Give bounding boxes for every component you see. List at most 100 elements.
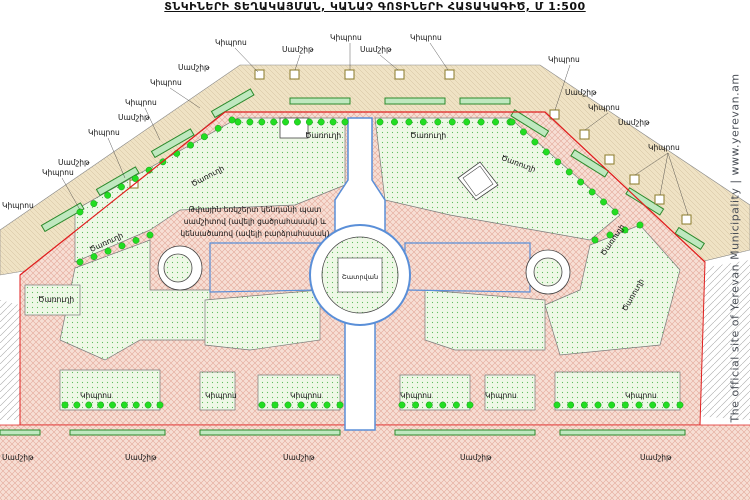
tree	[676, 401, 684, 409]
hedges	[0, 88, 705, 436]
svg-text:Կիպրոս: Կիպրոս	[290, 391, 322, 400]
central-note: Թփային եռկշերտ կենդանի պատ սամշիտով (ավե…	[180, 205, 329, 238]
lawns	[24, 117, 681, 411]
tree	[376, 118, 384, 126]
tree	[554, 158, 562, 166]
tree	[120, 401, 128, 409]
tree	[109, 401, 116, 409]
planters	[129, 69, 692, 225]
svg-text:Կիպրոս: Կիպրոս	[588, 103, 620, 112]
central-axis-paths	[209, 117, 531, 431]
pavilion	[457, 161, 499, 201]
tree	[76, 258, 84, 266]
svg-text:Սամշիթ: Սամշիթ	[282, 45, 314, 54]
svg-text:Սամշիթ: Սամշիթ	[118, 113, 150, 122]
svg-text:Կիպրոս: Կիպրոս	[80, 391, 112, 400]
tree	[294, 118, 301, 126]
tree	[317, 118, 325, 126]
svg-text:Սամշիթ: Սամշիթ	[58, 158, 90, 167]
tree	[271, 401, 279, 409]
svg-text:Սամշիթ: Սամշիթ	[618, 118, 650, 127]
svg-text:Կիպրոս: Կիպրոս	[400, 391, 432, 400]
tree	[565, 168, 573, 176]
tree	[463, 118, 471, 126]
tree	[90, 200, 98, 208]
tree	[187, 141, 194, 149]
tree	[104, 191, 112, 199]
svg-text:սամշիտով (ավելի ցածրահասակ) և: սամշիտով (ավելի ցածրահասակ) և	[184, 217, 327, 226]
tree	[97, 401, 105, 409]
tree	[439, 401, 447, 409]
tree	[305, 118, 313, 126]
svg-text:Սամշիթ: Սամշիթ	[2, 453, 34, 462]
tree	[144, 401, 152, 409]
tree	[200, 133, 208, 141]
svg-text:Սամշիթ: Սամշիթ	[460, 453, 492, 462]
svg-text:Սամշիթ: Սամշիթ	[178, 63, 210, 72]
tree	[246, 118, 254, 126]
svg-text:Կիպրոս: Կիպրոս	[548, 55, 580, 64]
tree	[258, 118, 266, 126]
tree	[419, 118, 427, 126]
tree	[606, 231, 614, 239]
tree	[391, 118, 398, 126]
tree	[228, 116, 236, 124]
tree	[567, 401, 575, 409]
tree	[85, 401, 93, 409]
svg-text:Կիպրոս: Կիպրոս	[125, 98, 157, 107]
tree	[594, 401, 602, 409]
svg-text:Սամշիթ: Սամշիթ	[640, 453, 672, 462]
tree	[477, 118, 485, 126]
tree	[405, 118, 413, 126]
tree	[425, 401, 433, 409]
tree	[104, 247, 112, 255]
tree	[323, 401, 331, 409]
tree	[492, 118, 499, 126]
tree	[531, 138, 539, 146]
tree	[662, 401, 670, 409]
tree	[282, 118, 289, 126]
tree	[336, 401, 344, 409]
tree	[258, 401, 266, 409]
svg-text:Կիպրոս: Կիպրոս	[625, 391, 657, 400]
tree	[621, 401, 629, 409]
tree	[588, 188, 596, 196]
road-edge	[19, 111, 706, 276]
tree	[156, 401, 164, 409]
tree	[434, 118, 442, 126]
tree	[173, 150, 181, 157]
tree	[508, 118, 516, 126]
samshit-labels: Սամշիթ Սամշիթ Սամշիթ Սամշիթ Սամշիթ Սամշի…	[2, 45, 672, 462]
tree	[234, 118, 242, 126]
tree	[542, 148, 550, 156]
svg-text:կենսածառով (ավելի բարձրահասակ): կենսածառով (ավելի բարձրահասակ)	[180, 229, 329, 238]
svg-text:Կիպրոս: Կիպրոս	[88, 128, 120, 137]
svg-text:Սամշիթ: Սամշիթ	[283, 453, 315, 462]
svg-text:Կիպրոս: Կիպրոս	[410, 33, 442, 42]
svg-text:Կիպրոս: Կիպրոս	[648, 143, 680, 152]
svg-text:Կիպրոս: Կիպրոս	[42, 168, 74, 177]
tree	[270, 118, 278, 126]
tree	[118, 242, 126, 250]
tree	[341, 118, 349, 126]
svg-text:Կիպրոս: Կիպրոս	[150, 78, 182, 87]
lower-road	[0, 425, 750, 500]
tree	[90, 253, 98, 261]
svg-text:Կիպրոս: Կիպրոս	[330, 33, 362, 42]
fountain	[337, 257, 383, 293]
side-circles	[157, 245, 571, 295]
tree	[621, 226, 629, 234]
tree	[577, 178, 585, 186]
tree	[297, 401, 305, 409]
tree	[76, 208, 84, 216]
tree	[636, 221, 644, 229]
tree	[520, 128, 527, 136]
svg-text:Ծառուղի: Ծառուղի	[38, 295, 74, 304]
tree	[466, 401, 474, 409]
svg-text:Կիպրոս: Կիպրոս	[205, 391, 237, 400]
tree	[591, 236, 599, 244]
page-title: ՏՆԿԻՆԵՐԻ ՏԵՂԱԿԱՅՄԱՆ, ԿԱՆԱՉ ԳՈՏԻՆԵՐԻ ՀԱՏԱ…	[164, 0, 586, 13]
svg-text:Կիպրոս: Կիպրոս	[485, 391, 517, 400]
tree	[452, 401, 460, 409]
tree	[146, 231, 154, 239]
